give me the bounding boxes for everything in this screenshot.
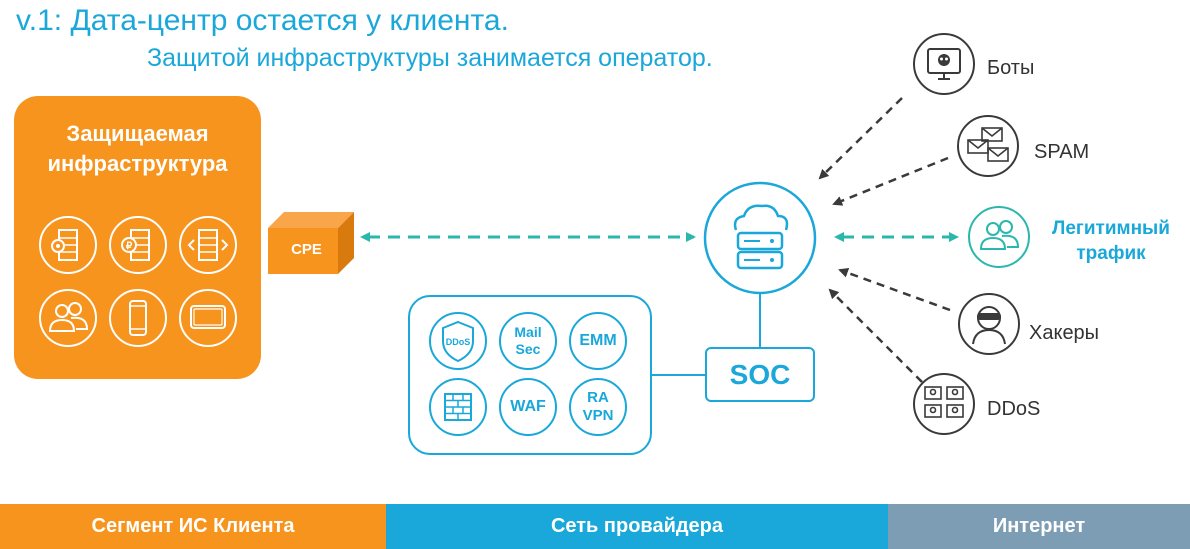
cpe-device bbox=[268, 212, 354, 274]
bots-label: Боты bbox=[987, 57, 1035, 79]
infrastructure-title: Защищаемая инфраструктура bbox=[47, 121, 228, 176]
provider-cloud-node bbox=[703, 181, 817, 295]
smartphone-icon bbox=[109, 289, 167, 347]
server-code-icon bbox=[179, 216, 237, 274]
hackers-arrow bbox=[838, 268, 951, 312]
server-icon bbox=[736, 231, 784, 251]
ddos-arrow bbox=[828, 288, 923, 383]
waf-label: WAF bbox=[510, 398, 546, 415]
hackers-label: Хакеры bbox=[1029, 322, 1100, 344]
page-subtitle: Защитой инфраструктуры занимается операт… bbox=[147, 44, 713, 72]
mailsec-label-line2: Sec bbox=[515, 341, 541, 357]
ravpn-label-line2: VPN bbox=[582, 407, 614, 424]
security-services-box bbox=[408, 295, 652, 455]
waf-service: WAF bbox=[499, 378, 557, 436]
ddos-botnet-icon bbox=[913, 373, 975, 435]
soc-label: SOC bbox=[729, 358, 791, 390]
provider-network-bar: Сеть провайдера bbox=[386, 504, 888, 549]
legit-users-icon bbox=[968, 206, 1030, 268]
emm-label: EMM bbox=[579, 332, 617, 349]
internet-label: Интернет bbox=[992, 515, 1086, 537]
ddos-shield-icon: DDoS bbox=[429, 312, 487, 370]
mailsec-label-line1: Mail bbox=[514, 324, 542, 340]
firewall-icon bbox=[429, 378, 487, 436]
internet-bar: Интернет bbox=[888, 504, 1190, 549]
ddos-service-label: DDoS bbox=[446, 337, 471, 347]
soc-box: SOC bbox=[705, 347, 815, 402]
spam-arrow bbox=[832, 156, 949, 206]
svg-text:₽: ₽ bbox=[126, 241, 133, 252]
client-segment-label: Сегмент ИС Клиента bbox=[91, 515, 295, 537]
legit-traffic-label: Легитимный трафик bbox=[1052, 218, 1170, 264]
provider-network-label: Сеть провайдера bbox=[550, 515, 724, 537]
cpe-label: CPE bbox=[291, 241, 322, 258]
ddos-label: DDoS bbox=[987, 398, 1041, 420]
server-ruble-icon: ₽ bbox=[109, 216, 167, 274]
server-gear-icon bbox=[39, 216, 97, 274]
hacker-icon bbox=[958, 293, 1020, 355]
ravpn-label-line1: RA bbox=[587, 389, 609, 406]
bots-arrow bbox=[818, 97, 903, 180]
client-segment-bar: Сегмент ИС Клиента bbox=[0, 504, 386, 549]
laptop-icon bbox=[179, 289, 237, 347]
page-title: v.1: Дата-центр остается у клиента. bbox=[16, 4, 509, 37]
spam-icon bbox=[957, 115, 1019, 177]
emm-service: EMM bbox=[569, 312, 627, 370]
users-icon bbox=[39, 289, 97, 347]
bot-icon bbox=[913, 33, 975, 95]
spam-label: SPAM bbox=[1034, 141, 1090, 163]
